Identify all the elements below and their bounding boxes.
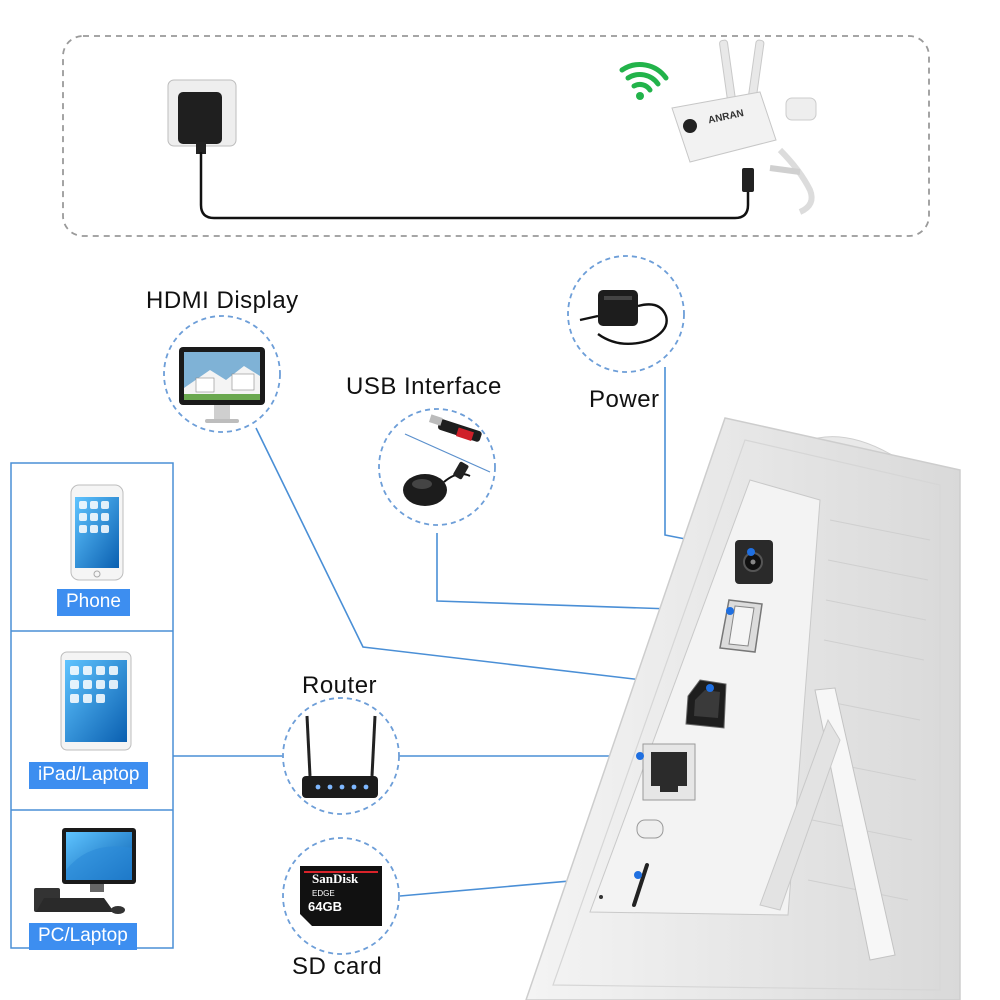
wall-adapter-icon — [167, 79, 237, 154]
usb-interface-label: USB Interface — [346, 373, 502, 400]
ipad-icon — [60, 651, 132, 751]
power-adapter-circle — [567, 255, 685, 373]
hdmi-display-circle — [163, 315, 281, 433]
sd-brand-text: SanDisk — [312, 871, 359, 886]
camera-power-cable — [199, 152, 750, 220]
power-port — [735, 540, 773, 584]
phone-icon — [70, 484, 124, 581]
router-circle — [282, 697, 400, 815]
power-label: Power — [589, 386, 660, 413]
phone-label: Phone — [57, 589, 130, 616]
port-markers — [634, 548, 755, 879]
camera-setup-box — [62, 35, 930, 237]
usb-interface-circle — [378, 408, 496, 526]
nvr-device — [525, 417, 961, 1000]
ethernet-port — [642, 743, 696, 801]
pc-icon — [34, 828, 136, 914]
sd-card-label: SD card — [292, 953, 383, 980]
reset-button — [636, 819, 664, 839]
wifi-icon — [619, 62, 669, 100]
hdmi-port — [685, 679, 727, 729]
connection-lines — [173, 367, 753, 897]
sd-capacity-text: 64GB — [308, 899, 342, 914]
ipad-laptop-label: iPad/Laptop — [29, 762, 149, 789]
hdmi-display-label: HDMI Display — [146, 287, 299, 314]
camera-icon — [671, 39, 817, 215]
pc-laptop-label: PC/Laptop — [29, 923, 137, 950]
sd-card-slot — [599, 863, 649, 907]
sd-card-circle — [282, 837, 400, 955]
router-label: Router — [302, 672, 378, 699]
sd-model-text: EDGE — [312, 889, 335, 898]
